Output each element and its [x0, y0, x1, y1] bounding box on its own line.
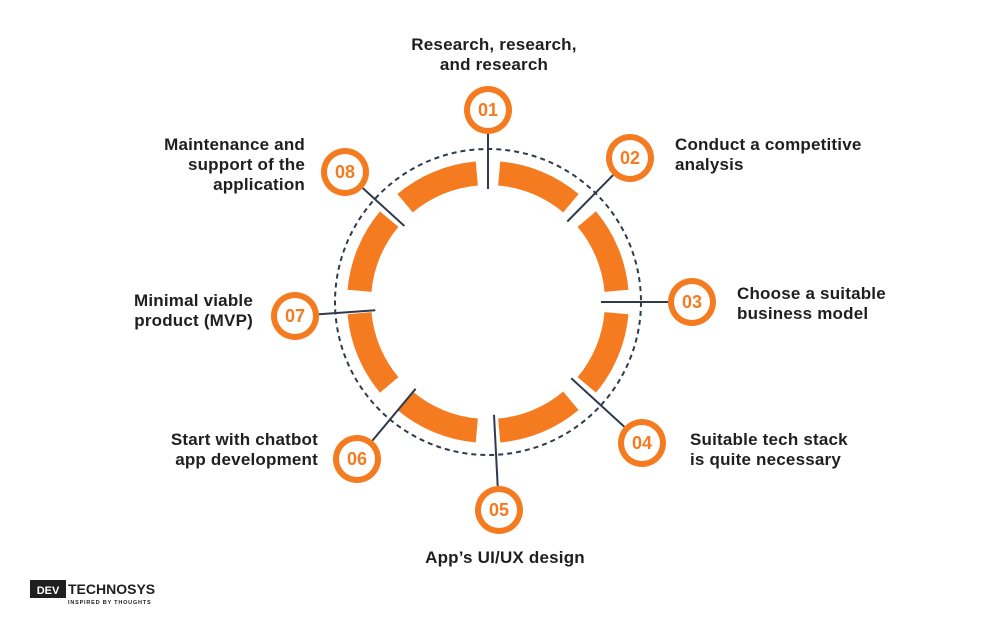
step-label-line: Choose a suitable [737, 284, 886, 303]
step-label-line: business model [737, 304, 869, 323]
step-number: 02 [620, 148, 640, 168]
step-badge-03: 03 [668, 278, 716, 326]
logo-tagline: INSPIRED BY THOUGHTS [68, 600, 151, 606]
step-label-line: Suitable tech stack [690, 430, 848, 449]
connector-line [362, 187, 406, 227]
logo-brand-left: DEV [37, 585, 60, 597]
connector-line [570, 377, 625, 428]
ring-segment [397, 161, 479, 213]
step-label-01: Research, research,and research [394, 35, 594, 75]
step-badge-01: 01 [464, 86, 512, 134]
outer-dashed-ring [334, 148, 642, 456]
step-label-line: Maintenance and [164, 135, 305, 154]
connector-line [318, 309, 376, 316]
step-label-line: is quite necessary [690, 450, 842, 469]
step-badge-02: 02 [606, 134, 654, 182]
step-number: 03 [682, 292, 702, 312]
badge-center [277, 298, 313, 334]
step-label-line: support of the [187, 155, 305, 174]
step-label-line: App’s UI/UX design [425, 548, 585, 567]
step-number: 07 [285, 306, 305, 326]
step-label-line: app development [175, 450, 318, 469]
step-number: 01 [478, 100, 498, 120]
badge-center [612, 140, 648, 176]
step-badge-05: 05 [475, 486, 523, 534]
ring-segment [397, 391, 479, 443]
ring-segment [497, 391, 579, 443]
connector-lines [318, 134, 668, 487]
step-number: 05 [489, 500, 509, 520]
step-label-line: product (MVP) [134, 311, 253, 330]
step-label-line: application [213, 175, 305, 194]
ring-segment [497, 161, 579, 213]
step-label-line: Minimal viable [133, 291, 253, 310]
step-label-line: Conduct a competitive [675, 135, 862, 154]
ring-segment [347, 311, 399, 393]
step-badge-06: 06 [333, 435, 381, 483]
step-number: 08 [335, 162, 355, 182]
ring-segment [577, 211, 629, 293]
badge-center [624, 425, 660, 461]
badge-center [339, 441, 375, 477]
step-badge-04: 04 [618, 419, 666, 467]
connector-line [566, 174, 614, 223]
badge-center [327, 154, 363, 190]
step-label-line: and research [439, 55, 549, 74]
ring-segment [347, 211, 399, 293]
ring-segment [577, 311, 629, 393]
logo-brand-right: TECHNOSYS [68, 581, 155, 597]
step-number: 06 [347, 449, 367, 469]
step-label-line: Research, research, [411, 35, 577, 54]
step-label-line: Start with chatbot [170, 430, 318, 449]
step-badge-07: 07 [271, 292, 319, 340]
step-label-line: analysis [675, 155, 744, 174]
step-label-05: App’s UI/UX design [400, 548, 610, 568]
connector-line [493, 414, 499, 487]
step-badges: 01 02 03 04 05 06 07 08 [271, 86, 716, 534]
step-badge-08: 08 [321, 148, 369, 196]
badge-center [674, 284, 710, 320]
badge-center [470, 92, 506, 128]
step-number: 04 [632, 433, 652, 453]
company-logo: DEV TECHNOSYS INSPIRED BY THOUGHTS [30, 580, 155, 606]
ring-segments [347, 161, 629, 443]
connector-line [371, 388, 417, 442]
badge-center [481, 492, 517, 528]
